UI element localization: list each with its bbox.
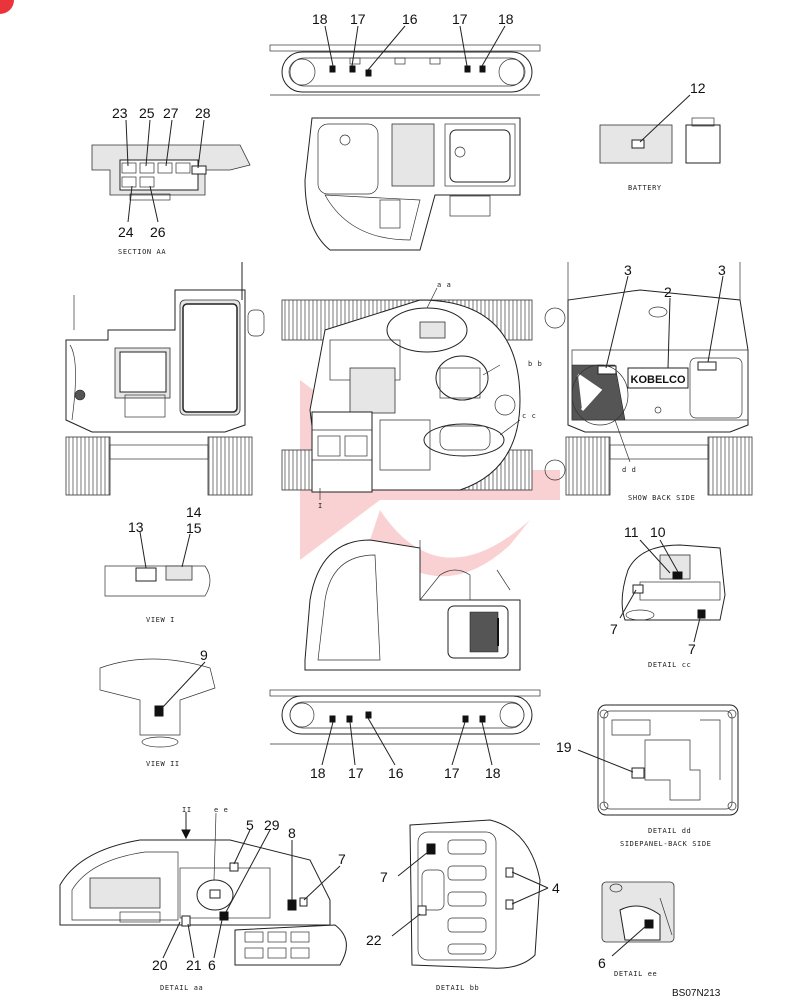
marker-bb: b b <box>528 360 542 368</box>
callout-bottom-16: 16 <box>388 765 404 781</box>
caption-section-aa: SECTION AA <box>118 248 166 256</box>
center-side-view: 18 17 16 17 18 <box>269 539 541 781</box>
caption-detail-dd: DETAIL dd <box>648 827 691 835</box>
callout-top-17a: 17 <box>350 11 366 27</box>
callout-top-18a: 18 <box>312 11 328 27</box>
marker-i: I <box>318 502 323 510</box>
center-plan-view: a a b b c c I <box>281 281 566 510</box>
callout-2: 2 <box>664 284 672 300</box>
right-rear-view: KOBELCO 3 2 3 d d SHOW BACK SIDE <box>565 262 753 502</box>
callout-21: 21 <box>186 957 202 973</box>
callout-28: 28 <box>195 105 211 121</box>
left-rear-view <box>65 262 265 496</box>
section-aa-view: 23 25 27 28 24 26 SECTION AA <box>91 105 251 256</box>
callout-8: 8 <box>288 825 296 841</box>
callout-23: 23 <box>112 105 128 121</box>
callout-7-bb: 7 <box>380 869 388 885</box>
corner-tab <box>0 0 14 14</box>
callout-7-cc-left: 7 <box>610 621 618 637</box>
callout-22: 22 <box>366 932 382 948</box>
callout-bottom-18b: 18 <box>485 765 501 781</box>
callout-24: 24 <box>118 224 134 240</box>
caption-detail-bb: DETAIL bb <box>436 984 479 992</box>
caption-detail-aa: DETAIL aa <box>160 984 203 992</box>
callout-11: 11 <box>624 524 639 540</box>
marker-cc: c c <box>522 412 536 420</box>
callout-3-left: 3 <box>624 262 632 278</box>
caption-view-ii: VIEW II <box>146 760 180 768</box>
detail-aa: II e e 5 29 8 7 20 21 6 DETAIL aa <box>59 806 347 992</box>
marker-aa: a a <box>437 281 451 289</box>
callout-top-18b: 18 <box>498 11 514 27</box>
callout-27: 27 <box>163 105 179 121</box>
callout-12: 12 <box>690 80 706 96</box>
drawing-code: BS07N213 <box>672 988 721 999</box>
callout-14: 14 <box>186 504 202 520</box>
callout-6-ee: 6 <box>598 955 606 971</box>
caption-detail-ee: DETAIL ee <box>614 970 657 978</box>
callout-20: 20 <box>152 957 168 973</box>
view-i: 13 14 15 VIEW I <box>104 504 211 624</box>
callout-3-right: 3 <box>718 262 726 278</box>
callout-top-17b: 17 <box>452 11 468 27</box>
caption-show-back-side: SHOW BACK SIDE <box>628 494 695 502</box>
callout-9: 9 <box>200 647 208 663</box>
callout-25: 25 <box>139 105 155 121</box>
callout-13: 13 <box>128 519 144 535</box>
callout-4: 4 <box>552 880 560 896</box>
callout-bottom-18a: 18 <box>310 765 326 781</box>
marker-ii: II <box>182 806 192 814</box>
marker-ee: e e <box>214 806 228 814</box>
marker-dd: d d <box>622 466 636 474</box>
callout-15: 15 <box>186 520 202 536</box>
view-ii: 9 VIEW II <box>99 647 216 768</box>
top-cab-view <box>304 117 521 251</box>
callout-bottom-17a: 17 <box>348 765 364 781</box>
caption-detail-cc: DETAIL cc <box>648 661 691 669</box>
caption-view-i: VIEW I <box>146 616 175 624</box>
callout-5: 5 <box>246 817 254 833</box>
battery-view: 12 BATTERY <box>599 80 721 192</box>
detail-ee: 6 DETAIL ee <box>598 881 675 978</box>
callout-bottom-17b: 17 <box>444 765 460 781</box>
caption-sidepanel-back-side: SIDEPANEL-BACK SIDE <box>620 840 711 848</box>
top-track-view: 18 17 16 17 18 <box>269 11 541 96</box>
detail-cc: 11 10 7 7 DETAIL cc <box>610 524 726 669</box>
callout-10: 10 <box>650 524 666 540</box>
callout-6-aa: 6 <box>208 957 216 973</box>
detail-bb: 7 4 22 DETAIL bb <box>366 819 560 992</box>
callout-top-16: 16 <box>402 11 418 27</box>
callout-29: 29 <box>264 817 280 833</box>
caption-battery: BATTERY <box>628 184 662 192</box>
kobelco-logo: KOBELCO <box>631 374 686 386</box>
callout-26: 26 <box>150 224 166 240</box>
callout-7-aa: 7 <box>338 851 346 867</box>
callout-7-cc-right: 7 <box>688 641 696 657</box>
callout-19: 19 <box>556 739 572 755</box>
detail-dd: 19 DETAIL dd SIDEPANEL-BACK SIDE <box>556 704 739 848</box>
